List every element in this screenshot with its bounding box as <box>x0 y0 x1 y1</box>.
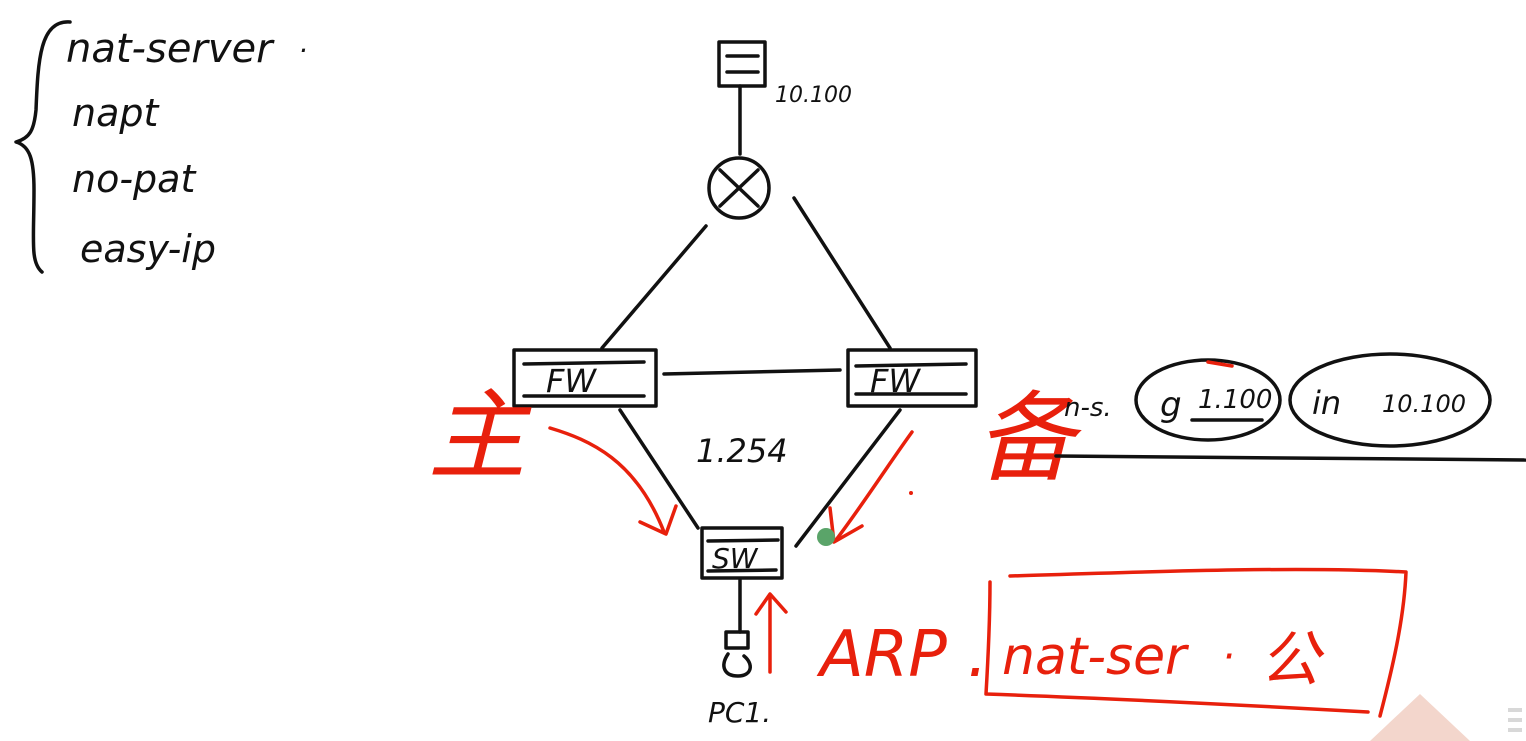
firewall-left-label: FW <box>546 362 597 400</box>
box-note-text: nat-ser <box>1002 627 1190 687</box>
link-router-fw-right <box>792 196 892 350</box>
red-arrow-right-down <box>828 430 914 544</box>
red-tick-mark <box>1206 360 1234 368</box>
underline-long <box>1054 454 1526 462</box>
switch-label: SW <box>712 542 759 575</box>
switch-icon <box>700 526 784 580</box>
nat-type-item: nat-server <box>66 26 275 72</box>
nat-type-item: napt <box>72 91 160 135</box>
global-marker: g <box>1160 385 1182 425</box>
arp-note: ARP . <box>816 618 988 692</box>
inside-keyword: in <box>1312 384 1341 422</box>
global-ip-bubble <box>1134 358 1282 442</box>
list-brace <box>14 20 72 274</box>
link-fw-left-switch <box>618 408 700 530</box>
master-role-char: 主 <box>428 380 532 494</box>
nat-server-box <box>984 567 1408 718</box>
nat-server-entry-prefix: n-s. <box>1064 393 1112 423</box>
server-ip-label: 10.100 <box>775 83 852 108</box>
inside-ip-bubble <box>1288 352 1492 448</box>
pc-label: PC1. <box>708 696 771 729</box>
nat-type-item: no-pat <box>72 157 197 201</box>
nat-type-dot: . <box>300 26 309 59</box>
red-arrow-up <box>754 592 788 674</box>
firewall-left-icon <box>512 348 658 408</box>
box-note-char: 公 <box>1260 625 1325 695</box>
stray-red-dot <box>909 491 913 495</box>
inside-ip-label: 10.100 <box>1382 390 1466 418</box>
firewall-right-icon <box>846 348 978 408</box>
firewall-right-label: FW <box>870 362 921 400</box>
router-icon <box>707 156 771 220</box>
link-fw-heartbeat <box>662 368 842 376</box>
link-router-fw-left <box>600 224 708 350</box>
vip-label: 1.254 <box>696 432 788 470</box>
global-ip-label: 1.100 <box>1198 385 1272 415</box>
watermark-logo <box>1370 694 1522 741</box>
link-fw-right-switch <box>794 408 902 548</box>
nat-type-item: easy-ip <box>80 227 216 271</box>
red-arrow-left-down <box>548 426 678 536</box>
box-note-dot: · <box>1222 634 1235 680</box>
pc-icon <box>722 630 752 678</box>
pen-cursor-icon <box>817 528 835 546</box>
server-icon <box>717 40 767 156</box>
backup-role-char: 备 <box>976 382 1082 496</box>
